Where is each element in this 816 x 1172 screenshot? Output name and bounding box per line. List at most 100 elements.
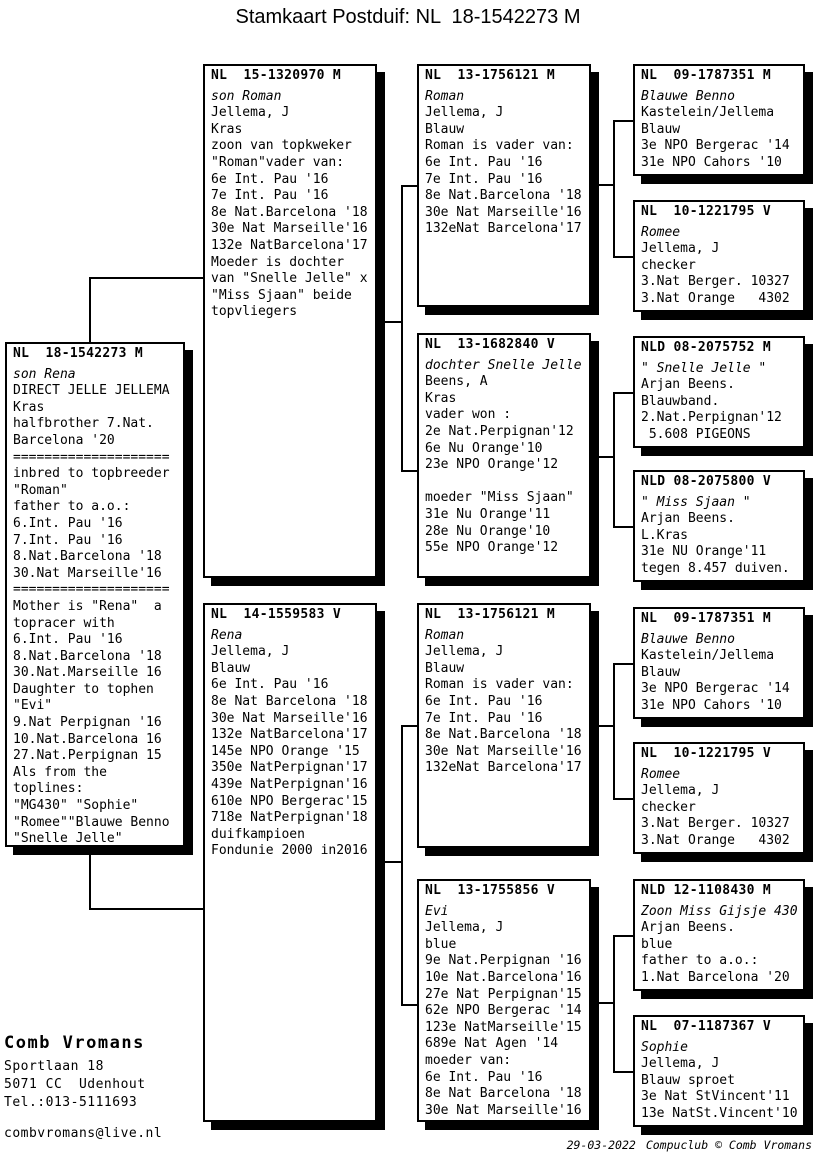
box-line: 1.Nat Barcelona '20 xyxy=(641,969,790,985)
connector-line xyxy=(89,908,205,910)
box-line: Arjan Beens. xyxy=(641,377,735,393)
box-line: 3.Nat Berger. 10327 xyxy=(641,816,790,832)
box-line: 610e NPO Bergerac'15 xyxy=(211,793,368,809)
box-line: 350e NatPerpignan'17 xyxy=(211,760,368,776)
box-line: 10.Nat.Barcelona 16 xyxy=(13,731,162,747)
box-line: 132eNat Barcelona'17 xyxy=(425,221,582,237)
box-line: 7e Int. Pau '16 xyxy=(425,710,543,726)
box-line: "MG430" "Sophie" xyxy=(13,798,139,814)
pigeon-name: Zoon Miss Gijsje 430 xyxy=(641,903,798,919)
connector-line xyxy=(401,185,417,187)
pigeon-name: Blauwe Benno xyxy=(641,631,735,647)
connector-line xyxy=(613,256,633,258)
box-line: Kastelein/Jellema xyxy=(641,105,775,121)
box-line: 123e NatMarseille'15 xyxy=(425,1019,582,1035)
box-line: Kastelein/Jellema xyxy=(641,648,775,664)
box-line: 6e Int. Pau '16 xyxy=(425,154,543,170)
pigeon-name: " Miss Sjaan " xyxy=(641,494,751,510)
box-line: Arjan Beens. xyxy=(641,511,735,527)
box-line: 6e Nu Orange'10 xyxy=(425,440,543,456)
box-line: 10e Nat.Barcelona'16 xyxy=(425,969,582,985)
connector-line xyxy=(613,935,633,937)
box-line: 718e NatPerpignan'18 xyxy=(211,810,368,826)
box-line: 3.Nat Berger. 10327 xyxy=(641,274,790,290)
box-line: Roman is vader van: xyxy=(425,677,574,693)
box-line: Barcelona '20 xyxy=(13,432,115,448)
box-line: 23e NPO Orange'12 xyxy=(425,457,559,473)
box-line: 62e NPO Bergerac '14 xyxy=(425,1003,582,1019)
box-line: 6e Int. Pau '16 xyxy=(211,171,329,187)
box-line: blue xyxy=(425,936,457,952)
ring-number: NL 10-1221795 V xyxy=(641,204,772,219)
box-line: Blauwband. xyxy=(641,393,720,409)
box-line: 30e Nat Marseille'16 xyxy=(211,221,368,237)
box-line: 6e Int. Pau '16 xyxy=(425,1069,543,1085)
box-line: halfbrother 7.Nat. xyxy=(13,416,154,432)
box-line: 31e NU Orange'11 xyxy=(641,544,767,560)
box-line: inbred to topbreeder xyxy=(13,466,170,482)
box-line: ==================== xyxy=(13,449,170,465)
box-line: 145e NPO Orange '15 xyxy=(211,743,360,759)
pigeon-name: Blauwe Benno xyxy=(641,88,735,104)
loft-owner-name: Comb Vromans xyxy=(4,1033,145,1053)
ring-number: NL 18-1542273 M xyxy=(13,346,144,361)
box-line: 5.608 PIGEONS xyxy=(641,426,751,442)
connector-line xyxy=(401,470,417,472)
box-line: 55e NPO Orange'12 xyxy=(425,540,559,556)
pigeon-name: Evi xyxy=(425,903,449,919)
pigeon-name: Romee xyxy=(641,224,681,240)
box-line: father to a.o.: xyxy=(13,499,131,515)
box-line: 2e Nat.Perpignan'12 xyxy=(425,423,574,439)
box-line: 6e Int. Pau '16 xyxy=(211,677,329,693)
box-line: 3e NPO Bergerac '14 xyxy=(641,681,790,697)
box-line: 27e Nat Perpignan'15 xyxy=(425,986,582,1002)
box-line: 8e Nat Barcelona '18 xyxy=(211,693,368,709)
box-line: 8.Nat.Barcelona '18 xyxy=(13,549,162,565)
connector-line xyxy=(613,120,633,122)
box-line: Jellema, J xyxy=(425,644,504,660)
box-line: Mother is "Rena" a xyxy=(13,598,162,614)
connector-line xyxy=(89,845,91,910)
box-line: 13e NatSt.Vincent'10 xyxy=(641,1105,798,1121)
pigeon-name: son Roman xyxy=(211,88,282,104)
connector-line xyxy=(591,1002,615,1004)
pigeon-name: dochter Snelle Jelle xyxy=(425,357,582,373)
ring-number: NL 10-1221795 V xyxy=(641,746,772,761)
box-line: zoon van topkweker xyxy=(211,138,352,154)
box-line: moeder van: xyxy=(425,1052,512,1068)
box-line: Blauw sproet xyxy=(641,1072,735,1088)
box-line: Jellema, J xyxy=(425,920,504,936)
box-line: 30.Nat.Marseille 16 xyxy=(13,665,162,681)
pigeon-name: Roman xyxy=(425,627,465,643)
connector-line xyxy=(613,663,615,800)
box-line: ==================== xyxy=(13,582,170,598)
box-line xyxy=(425,474,587,491)
box-line: Blauw xyxy=(641,664,681,680)
connector-line xyxy=(591,184,615,186)
box-line: Jellema, J xyxy=(211,644,290,660)
box-line: 28e Nu Orange'10 xyxy=(425,523,551,539)
box-line: Kras xyxy=(13,399,45,415)
box-line: 30e Nat Marseille'16 xyxy=(425,204,582,220)
ring-number: NLD 08-2075800 V xyxy=(641,474,772,489)
pedigree-box-greatgrandparent-3: NLD 08-2075752 M" Snelle Jelle "Arjan Be… xyxy=(633,336,805,448)
connector-line xyxy=(401,1004,417,1006)
ring-number: NL 13-1682840 V xyxy=(425,337,556,352)
box-line: moeder "Miss Sjaan" xyxy=(425,490,574,506)
pigeon-name: " Snelle Jelle " xyxy=(641,360,767,376)
pigeon-name: Rena xyxy=(211,627,243,643)
box-line: DIRECT JELLE JELLEMA xyxy=(13,383,170,399)
box-line: 6.Int. Pau '16 xyxy=(13,632,123,648)
box-line: van "Snelle Jelle" x xyxy=(211,271,368,287)
box-line: 30e Nat Marseille'16 xyxy=(211,710,368,726)
box-line: 439e NatPerpignan'16 xyxy=(211,776,368,792)
box-line: 132e NatBarcelona'17 xyxy=(211,727,368,743)
pigeon-name: Roman xyxy=(425,88,465,104)
box-line: 30e Nat Marseille'16 xyxy=(425,743,582,759)
